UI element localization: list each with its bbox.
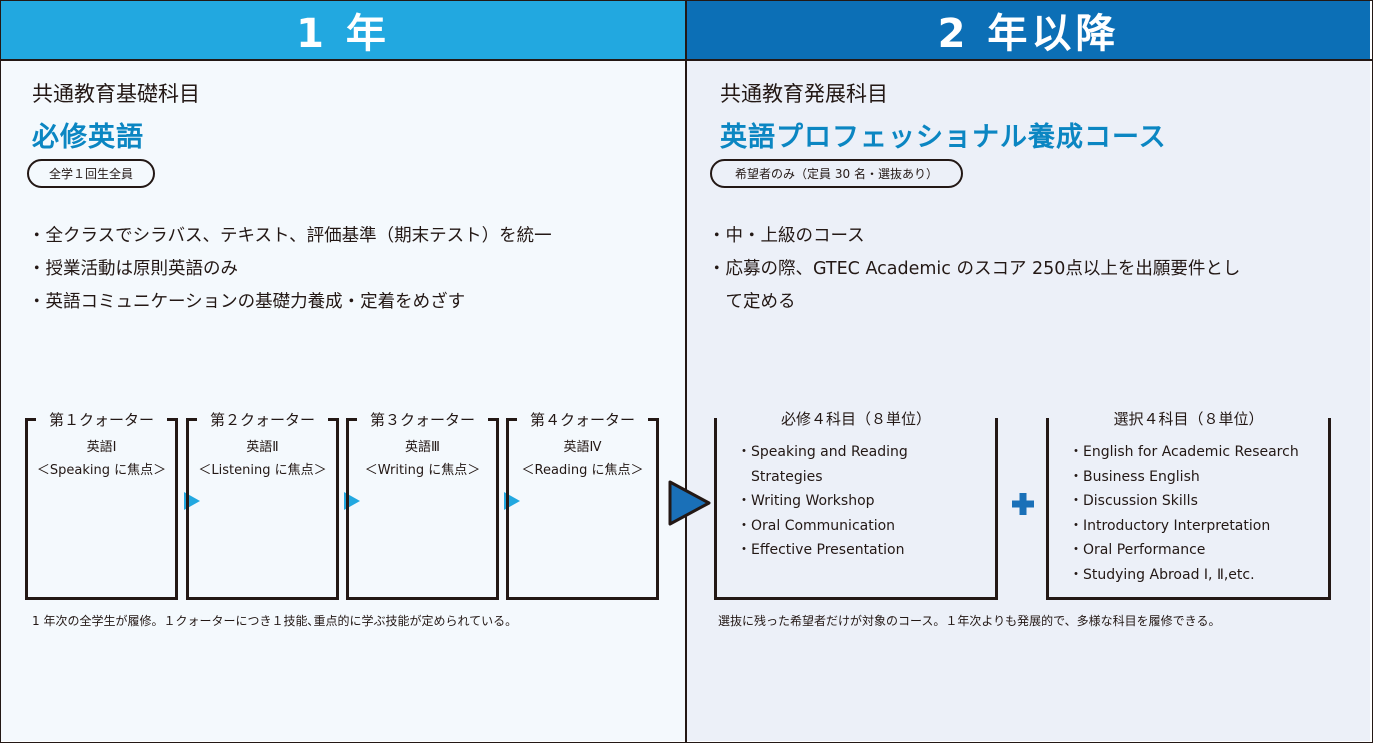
column-divider [685,0,687,743]
required-item: ・Effective Presentation [737,542,905,558]
quarter-3-subject: 英語Ⅲ [405,440,440,455]
quarter-4-subject: 英語Ⅳ [563,440,602,455]
elective-item: ・Studying Abroad Ⅰ, Ⅱ,etc. [1069,566,1255,583]
quarter-3-title: 第３クォーター [366,411,478,429]
first-year-panel [1,60,685,741]
elective-title: 選択４科目（８単位） [1105,410,1272,428]
left-bullet: ・授業活動は原則英語のみ [28,259,238,279]
elective-item: ・Oral Performance [1069,542,1206,558]
right-note: 選抜に残った希望者だけが対象のコース。１年次よりも発展的で、多様な科目を履修でき… [718,614,1221,628]
elective-item: ・Business English [1069,468,1200,485]
required-item: ・Writing Workshop [737,493,875,509]
left-note: 1 年次の全学生が履修。１クォーターにつき１技能､重点的に学ぶ技能が定められてい… [32,614,518,628]
quarter-4-box: 第４クォーター 英語Ⅳ ＜Reading に焦点＞ [506,411,659,600]
quarter-3-focus: ＜Writing に焦点＞ [364,463,481,478]
header-divider [0,59,1373,61]
elective-item: ・Introductory Interpretation [1069,517,1271,534]
right-bullet: て定める [708,292,796,312]
quarter-2-box: 第２クォーター 英語Ⅱ ＜Listening に焦点＞ [186,411,339,600]
elective-item: ・English for Academic Research [1069,444,1299,460]
big-arrow-icon [668,480,711,526]
left-course-title: 必修英語 [32,122,144,153]
right-bullet: ・応募の際、GTEC Academic のスコア 250点以上を出願要件とし [708,259,1241,279]
first-year-header: 1 年 [1,1,685,59]
left-bullets: ・全クラスでシラバス、テキスト、評価基準（期末テスト）を統一 ・授業活動は原則英… [28,220,552,319]
required-courses-box: 必修４科目（８単位） ・Speaking and Reading Strateg… [714,410,998,600]
later-years-panel [687,60,1370,741]
quarter-1-box: 第１クォーター 英語Ⅰ ＜Speaking に焦点＞ [25,411,178,600]
required-item: ・Oral Communication [737,517,896,534]
right-category: 共通教育発展科目 [720,82,888,106]
elective-courses-box: 選択４科目（８単位） ・English for Academic Researc… [1046,410,1331,600]
later-years-header: 2 年以降 [687,1,1370,59]
quarter-1-focus: ＜Speaking に焦点＞ [36,463,167,478]
quarter-4-focus: ＜Reading に焦点＞ [521,463,644,478]
left-bullet: ・全クラスでシラバス、テキスト、評価基準（期末テスト）を統一 [28,226,552,246]
right-bullet: ・中・上級のコース [708,226,865,246]
quarter-1-subject: 英語Ⅰ [86,440,117,455]
quarter-4-title: 第４クォーター [526,411,638,429]
plus-icon [1012,493,1034,515]
elective-item: ・Discussion Skills [1069,493,1198,509]
quarter-1-title: 第１クォーター [45,411,157,429]
required-item: Strategies [737,468,823,485]
left-bullet: ・英語コミュニケーションの基礎力養成・定着をめざす [28,292,466,312]
quarter-2-subject: 英語Ⅱ [246,440,279,455]
right-badge: 希望者のみ（定員 30 名・選抜あり） [710,159,963,188]
quarter-2-focus: ＜Listening に焦点＞ [198,463,327,478]
left-badge: 全学１回生全員 [27,159,155,188]
required-title: 必修４科目（８単位） [772,410,939,428]
required-item: ・Speaking and Reading [737,444,908,460]
right-bullets: ・中・上級のコース ・応募の際、GTEC Academic のスコア 250点以… [708,220,1240,319]
quarter-2-title: 第２クォーター [206,411,318,429]
quarter-3-box: 第３クォーター 英語Ⅲ ＜Writing に焦点＞ [346,411,499,600]
left-category: 共通教育基礎科目 [32,82,200,106]
right-course-title: 英語プロフェッショナル養成コース [720,122,1167,153]
